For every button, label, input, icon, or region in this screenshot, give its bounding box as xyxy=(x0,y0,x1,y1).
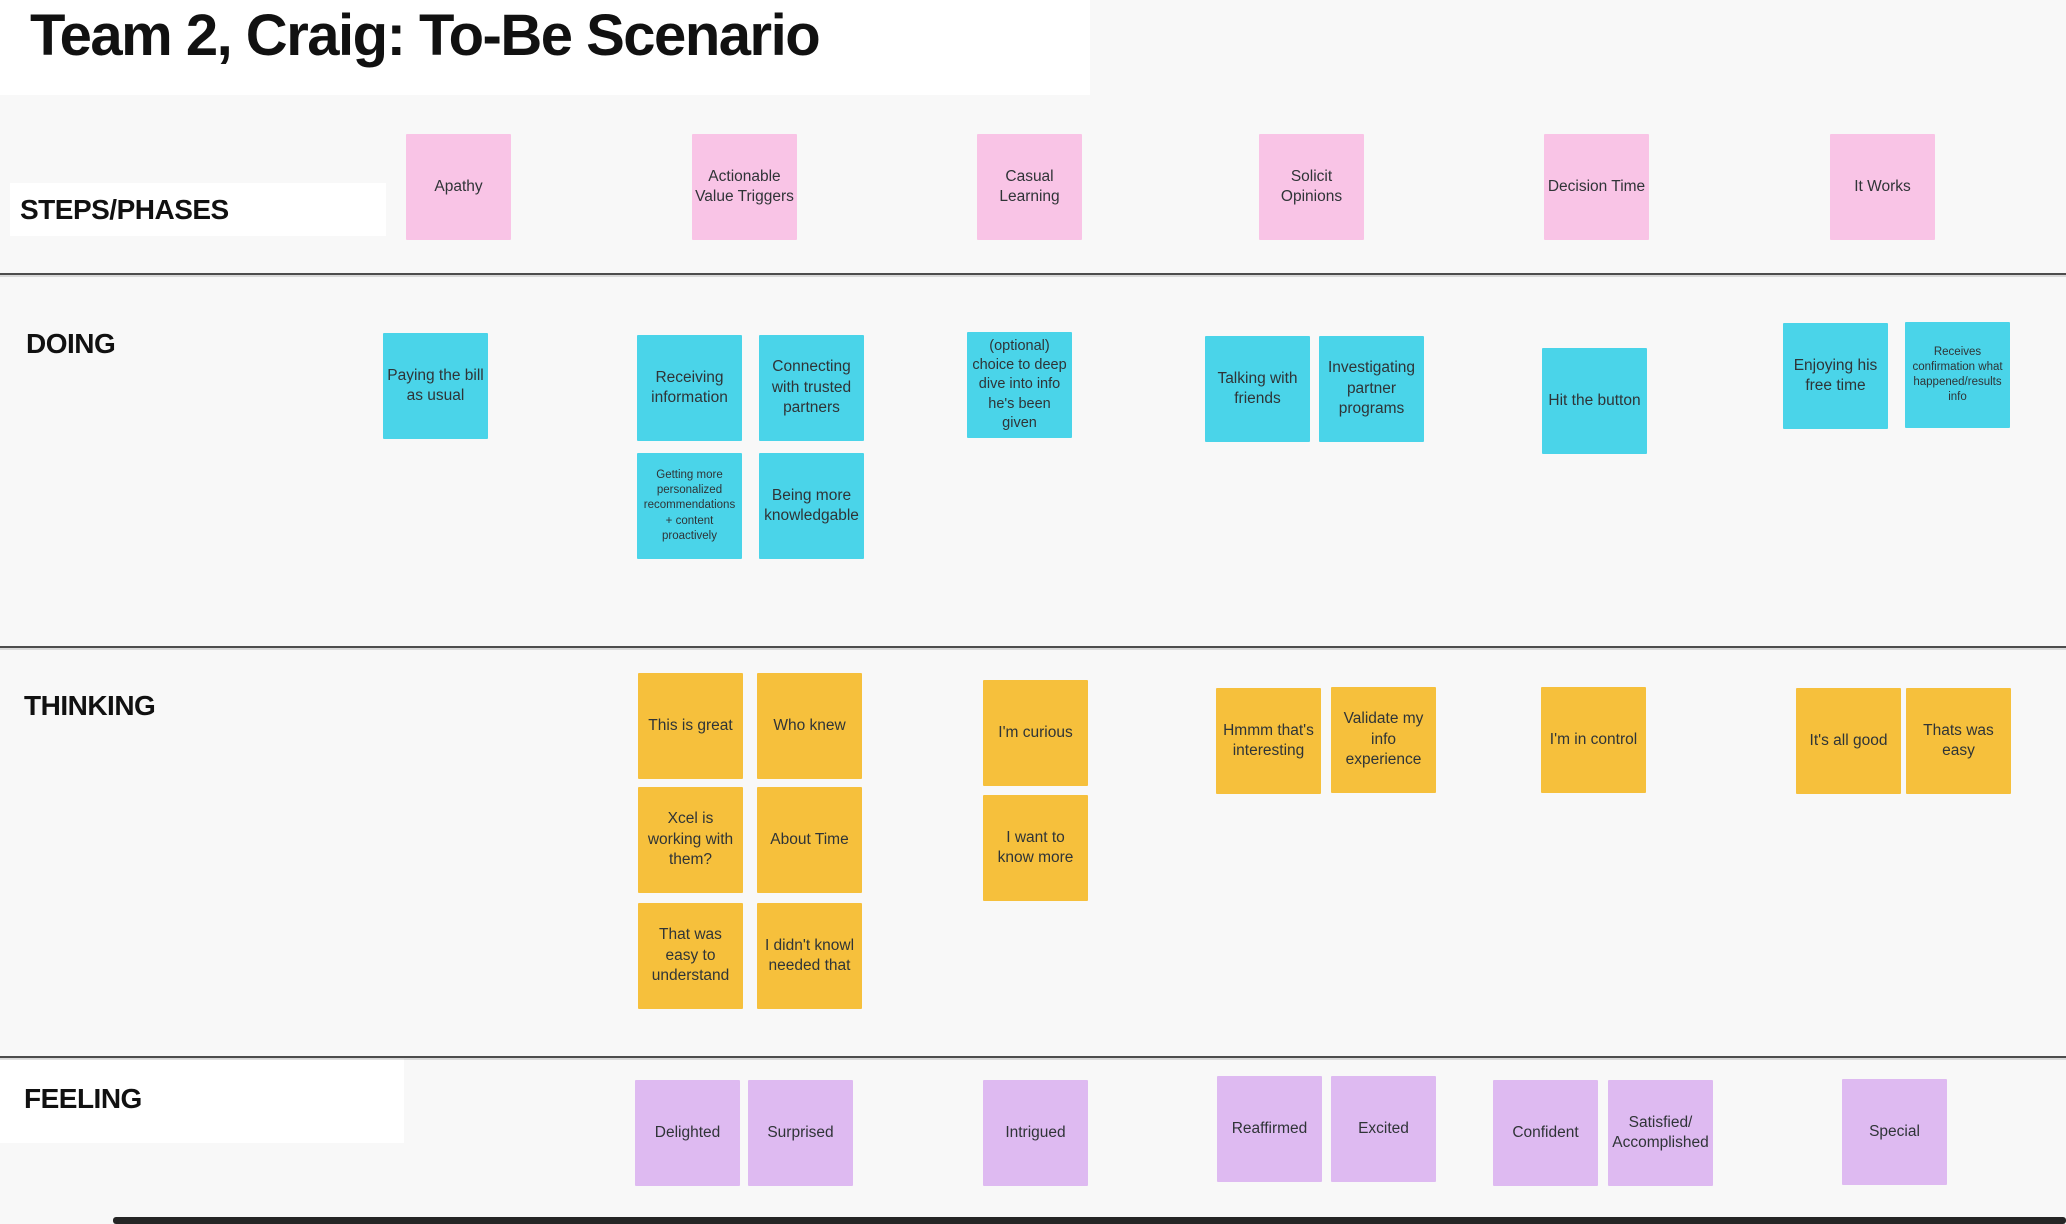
sticky-note-text: Receives confirmation what happened/resu… xyxy=(1912,345,2003,404)
sticky-note-text: Investigating partner programs xyxy=(1327,359,1416,418)
sticky-note-text: Hit the button xyxy=(1548,391,1641,409)
row-label-steps-phases: STEPS/PHASES xyxy=(20,194,229,225)
sticky-note[interactable]: Hmmm that's interesting xyxy=(1216,688,1321,794)
board-title: Team 2, Craig: To-Be Scenario xyxy=(30,3,821,68)
sticky-note[interactable]: Reaffirmed xyxy=(1217,1076,1322,1182)
sticky-note-text: I want to know more xyxy=(997,828,1074,866)
sticky-note-text: Delighted xyxy=(654,1123,721,1141)
sticky-note-text: Getting more personalized recommendation… xyxy=(643,469,736,542)
sticky-note[interactable]: Receives confirmation what happened/resu… xyxy=(1905,322,2010,428)
sticky-note[interactable]: Excited xyxy=(1331,1076,1436,1182)
horizontal-scrollbar[interactable] xyxy=(113,1217,2066,1224)
sticky-note[interactable]: It's all good xyxy=(1796,688,1901,794)
sticky-note-text: Decision Time xyxy=(1547,177,1646,195)
sticky-note-text: Paying the bill as usual xyxy=(387,366,484,404)
sticky-note-text: About Time xyxy=(770,830,849,848)
sticky-note-text: Thats was easy xyxy=(1923,721,1994,759)
sticky-note[interactable]: Being more knowledgable xyxy=(759,453,864,559)
sticky-note[interactable]: Talking with friends xyxy=(1205,336,1310,442)
sticky-note-text: Apathy xyxy=(434,177,483,195)
sticky-note-text: Surprised xyxy=(767,1123,834,1141)
sticky-note[interactable]: This is great xyxy=(638,673,743,779)
sticky-note[interactable]: Satisfied/ Accomplished xyxy=(1608,1080,1713,1186)
row-divider xyxy=(0,646,2066,648)
sticky-note[interactable]: (optional) choice to deep dive into info… xyxy=(967,332,1072,438)
sticky-note-text: Talking with friends xyxy=(1217,369,1298,407)
sticky-note-text: Special xyxy=(1869,1122,1920,1140)
row-divider xyxy=(0,273,2066,275)
sticky-note[interactable]: Receiving information xyxy=(637,335,742,441)
sticky-note[interactable]: Confident xyxy=(1493,1080,1598,1186)
sticky-note-text: Confident xyxy=(1512,1123,1579,1141)
sticky-note[interactable]: I'm curious xyxy=(983,680,1088,786)
sticky-note-text: That was easy to understand xyxy=(651,926,730,985)
sticky-note-text: Solicit Opinions xyxy=(1280,167,1343,205)
sticky-note[interactable]: I didn't knowl needed that xyxy=(757,903,862,1009)
sticky-note-text: Who knew xyxy=(773,716,846,734)
sticky-note[interactable]: Getting more personalized recommendation… xyxy=(637,453,742,559)
sticky-note[interactable]: I'm in control xyxy=(1541,687,1646,793)
sticky-note-text: I didn't knowl needed that xyxy=(764,936,855,974)
sticky-note-text: Casual Learning xyxy=(999,167,1060,205)
sticky-note[interactable]: Special xyxy=(1842,1079,1947,1185)
sticky-note-text: Being more knowledgable xyxy=(764,486,859,524)
sticky-note-text: This is great xyxy=(648,716,733,734)
sticky-note[interactable]: Xcel is working with them? xyxy=(638,787,743,893)
sticky-note-text: It Works xyxy=(1854,177,1911,195)
sticky-note-text: Excited xyxy=(1358,1119,1409,1137)
row-label-feeling: FEELING xyxy=(24,1083,142,1114)
sticky-note[interactable]: Hit the button xyxy=(1542,348,1647,454)
sticky-note-text: Receiving information xyxy=(651,368,728,406)
sticky-note-text: (optional) choice to deep dive into info… xyxy=(972,338,1067,431)
title-backdrop xyxy=(0,0,1090,95)
row-label-thinking: THINKING xyxy=(24,690,156,721)
sticky-note[interactable]: About Time xyxy=(757,787,862,893)
row-divider xyxy=(0,1056,2066,1058)
sticky-note[interactable]: It Works xyxy=(1830,134,1935,240)
steps-label-backdrop xyxy=(10,183,386,236)
sticky-note[interactable]: Actionable Value Triggers xyxy=(692,134,797,240)
sticky-note[interactable]: That was easy to understand xyxy=(638,903,743,1009)
sticky-note[interactable]: Who knew xyxy=(757,673,862,779)
sticky-note-text: I'm curious xyxy=(998,723,1073,741)
sticky-note-text: Actionable Value Triggers xyxy=(695,167,794,205)
sticky-note-text: Connecting with trusted partners xyxy=(771,358,852,417)
sticky-note[interactable]: Casual Learning xyxy=(977,134,1082,240)
sticky-note-text: Validate my info experience xyxy=(1343,710,1424,769)
sticky-note[interactable]: Thats was easy xyxy=(1906,688,2011,794)
sticky-note-text: Reaffirmed xyxy=(1231,1119,1308,1137)
sticky-note[interactable]: Paying the bill as usual xyxy=(383,333,488,439)
sticky-note[interactable]: Surprised xyxy=(748,1080,853,1186)
sticky-note-text: Enjoying his free time xyxy=(1793,356,1878,394)
sticky-note[interactable]: Apathy xyxy=(406,134,511,240)
row-label-doing: DOING xyxy=(26,328,116,359)
sticky-note-text: Satisfied/ Accomplished xyxy=(1612,1113,1709,1151)
sticky-note-text: I'm in control xyxy=(1549,730,1638,748)
sticky-note[interactable]: Investigating partner programs xyxy=(1319,336,1424,442)
sticky-note[interactable]: Decision Time xyxy=(1544,134,1649,240)
sticky-note[interactable]: Validate my info experience xyxy=(1331,687,1436,793)
sticky-note[interactable]: Solicit Opinions xyxy=(1259,134,1364,240)
sticky-note-text: Intrigued xyxy=(1005,1123,1066,1141)
sticky-note[interactable]: I want to know more xyxy=(983,795,1088,901)
sticky-note-text: Xcel is working with them? xyxy=(647,810,734,869)
feeling-label-backdrop xyxy=(0,1059,404,1143)
sticky-note[interactable]: Enjoying his free time xyxy=(1783,323,1888,429)
sticky-note-text: It's all good xyxy=(1809,731,1888,749)
sticky-note[interactable]: Delighted xyxy=(635,1080,740,1186)
sticky-note[interactable]: Connecting with trusted partners xyxy=(759,335,864,441)
sticky-note[interactable]: Intrigued xyxy=(983,1080,1088,1186)
sticky-note-text: Hmmm that's interesting xyxy=(1223,721,1314,759)
